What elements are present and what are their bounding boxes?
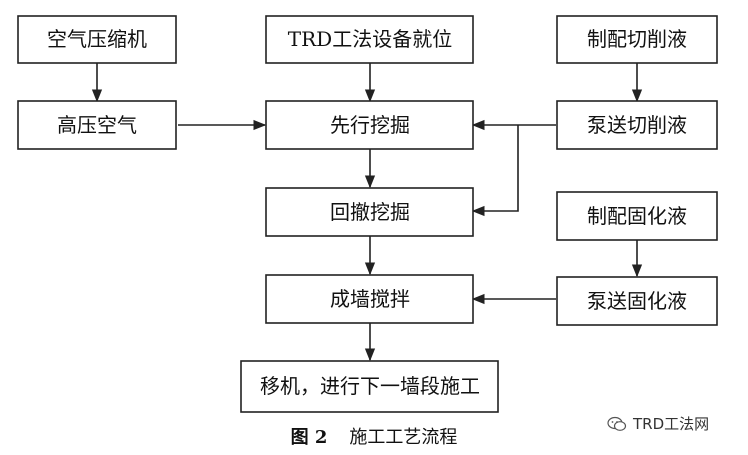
node-label: 成墙搅拌 <box>330 287 410 311</box>
node-label: 空气压缩机 <box>47 27 147 51</box>
node-move-to-next-segment: 移机，进行下一墙段施工 <box>240 360 499 413</box>
node-first-excavation: 先行挖掘 <box>265 100 474 150</box>
node-prep-solidifying-fluid: 制配固化液 <box>556 191 718 241</box>
node-trd-setup: TRD工法设备就位 <box>265 15 474 64</box>
watermark-text: TRD工法网 <box>633 415 710 433</box>
node-prep-cutting-fluid: 制配切削液 <box>556 15 718 64</box>
node-pump-solidifying-fluid: 泵送固化液 <box>556 276 718 326</box>
node-air-compressor: 空气压缩机 <box>17 15 177 64</box>
figure-title: 施工工艺流程 <box>349 427 458 448</box>
node-back-excavation: 回撤挖掘 <box>265 187 474 237</box>
node-high-pressure-air: 高压空气 <box>17 100 177 150</box>
node-label: 先行挖掘 <box>330 113 410 137</box>
node-label: 制配切削液 <box>587 27 687 51</box>
node-label: TRD工法设备就位 <box>288 27 452 51</box>
watermark: TRD工法网 <box>607 413 709 434</box>
node-label: 泵送固化液 <box>587 289 687 313</box>
arrow-pump-cutting-to-back-excavation <box>471 125 519 217</box>
node-wall-mixing: 成墙搅拌 <box>265 274 474 324</box>
node-label: 制配固化液 <box>587 204 687 228</box>
figure-number: 图 2 <box>290 427 328 448</box>
node-label: 泵送切削液 <box>587 113 687 137</box>
node-label: 移机，进行下一墙段施工 <box>260 374 480 398</box>
connectors <box>91 63 643 362</box>
wechat-icon <box>607 416 627 431</box>
node-label: 回撤挖掘 <box>330 200 410 224</box>
node-label: 高压空气 <box>57 113 137 137</box>
figure-caption: 图 2 施工工艺流程 <box>0 423 748 449</box>
node-pump-cutting-fluid: 泵送切削液 <box>556 100 718 150</box>
